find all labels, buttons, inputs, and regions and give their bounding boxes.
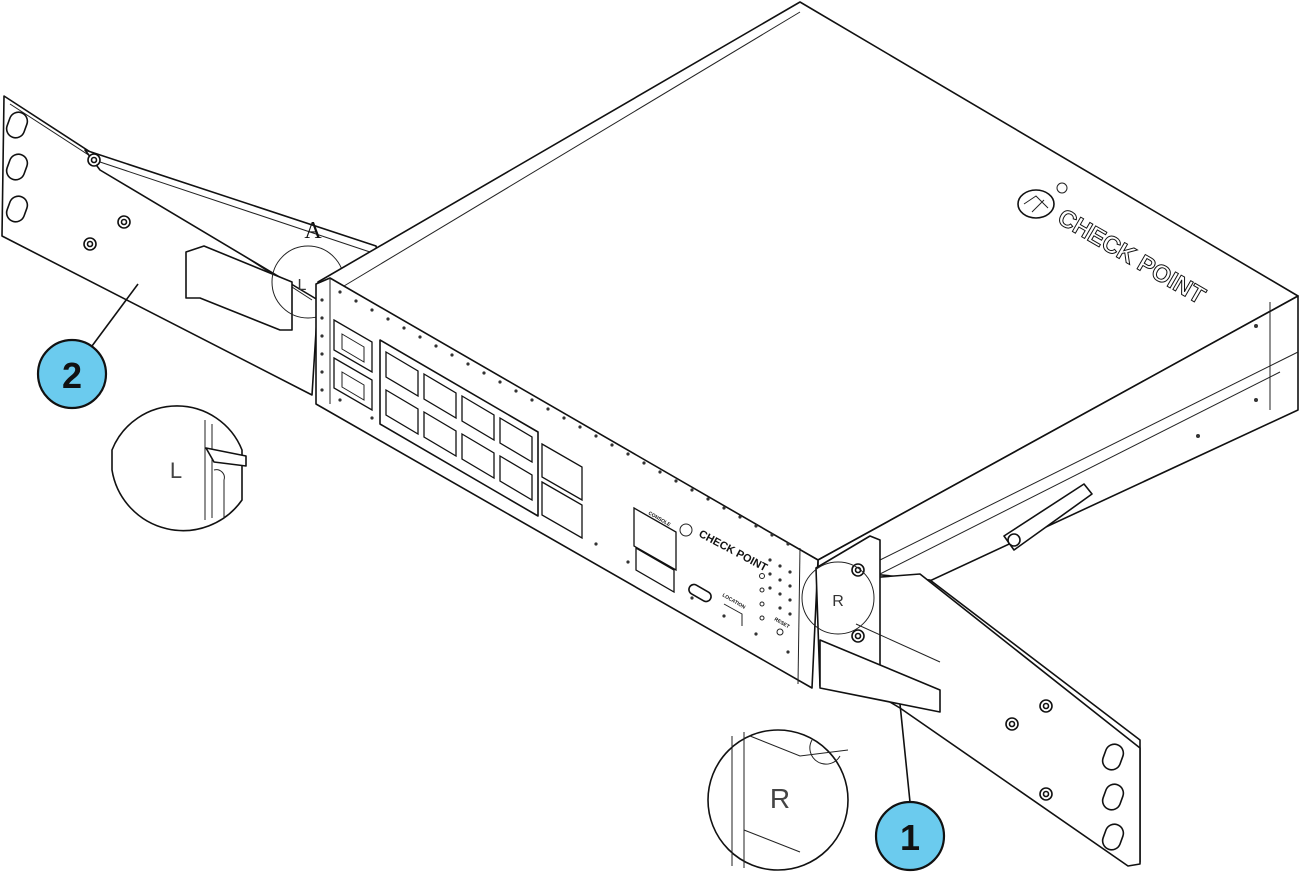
callout-1: 1 <box>874 800 946 872</box>
detail-label-a: A <box>304 218 322 244</box>
left-bracket-letter: L <box>298 277 307 294</box>
callout-2: 2 <box>36 338 108 410</box>
callout-1-circle <box>874 800 946 872</box>
left-detail-letter: L <box>170 458 182 483</box>
checkpoint-logo-icon <box>1017 189 1055 219</box>
callout-2-number: 2 <box>62 355 82 396</box>
callout-1-number: 1 <box>900 817 920 858</box>
right-detail-letter: R <box>770 783 790 814</box>
ethernet-ports <box>333 318 712 603</box>
right-bracket-detail-view: R <box>707 729 849 871</box>
security-appliance: CONSOLE LOCATION RESET CHECK POINT CHECK… <box>315 1 1299 689</box>
left-bracket-detail-view: L <box>111 405 247 532</box>
callout-2-circle <box>36 338 108 410</box>
left-mounting-bracket <box>1 95 381 396</box>
front-logo-icon <box>679 523 693 537</box>
right-mounting-bracket <box>815 535 1141 867</box>
front-vent-holes <box>320 290 792 654</box>
detail-circle-right: R <box>801 561 875 635</box>
right-bracket-letter: R <box>832 593 844 610</box>
